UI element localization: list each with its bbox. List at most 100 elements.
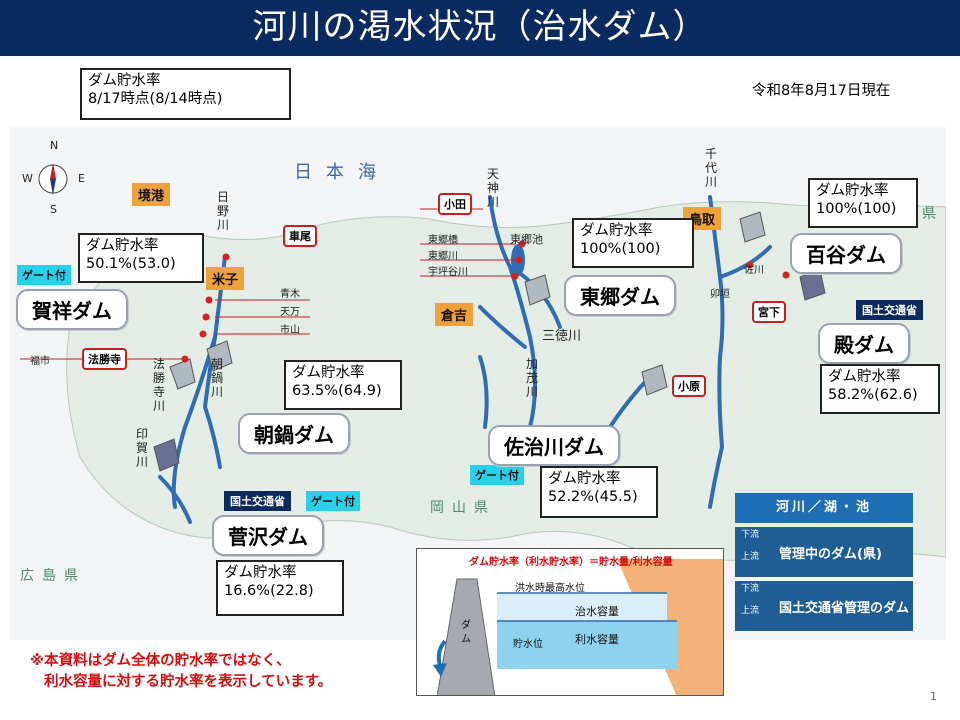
station-fukuichi: 福市 (30, 356, 50, 367)
diagram-flood-max: 洪水時最高水位 (515, 583, 585, 594)
rate-box-kasho: ダム貯水率 50.1%(53.0) (78, 233, 204, 283)
rate-label: ダム貯水率 (86, 238, 159, 254)
diagram-use-cap: 利水容量 (575, 633, 619, 646)
legend-up: 上流 (740, 552, 759, 562)
river-hino: 日野川 (216, 190, 229, 232)
rate-label: ダム貯水率 (224, 565, 297, 581)
river-kamo: 加茂川 (525, 357, 538, 399)
rate-box-tono: ダム貯水率 58.2%(62.6) (820, 364, 940, 414)
station-ichiyama: 市山 (280, 325, 300, 336)
river-mitoku: 三徳川 (542, 329, 582, 344)
mlit-tag-sugasawa: 国土交通省 (224, 491, 291, 511)
city-yonago: 米子 (206, 267, 245, 290)
river-sasa: 佐川 (744, 265, 764, 276)
footnote-line1: ※本資料はダム全体の貯水率ではなく、 (30, 653, 291, 669)
dam-name-kasho: 賀祥ダム (16, 289, 128, 330)
gate-tag-saji: ゲート付 (470, 465, 524, 485)
dam-name-tono: 殿ダム (818, 323, 910, 364)
station-miyashita: 宮下 (752, 301, 786, 323)
legend-mlit-dam: 下流上流 国土交通省管理のダム (735, 581, 913, 631)
compass-n: N (50, 139, 59, 152)
gate-tag-sugasawa: ゲート付 (306, 491, 360, 511)
diagram-dam-label: ダム (461, 620, 471, 645)
legend-mlit-updown: 下流上流 (739, 584, 761, 616)
rate-box-saji: ダム貯水率 52.2%(45.5) (540, 466, 658, 518)
compass-e: E (78, 172, 85, 185)
city-kurayoshi: 倉吉 (435, 303, 474, 326)
pref-okayama: 岡山県 (430, 500, 496, 516)
legend-down: 下流 (740, 584, 759, 594)
compass-w: W (22, 172, 33, 185)
rate-box-sugasawa: ダム貯水率 16.6%(22.8) (216, 560, 344, 616)
storage-diagram: ダム貯水率（利水貯水率）＝貯水量/利水容量 洪水時最高水位 治水容量 貯水位 利… (416, 548, 724, 696)
legend-down: 下流 (740, 530, 759, 540)
dam-name-sugasawa: 菅沢ダム (212, 515, 324, 556)
pref-hyogo: 県 (922, 206, 944, 222)
rate-value: 58.2%(62.6) (828, 387, 918, 403)
station-hosshoji: 法勝寺 (82, 348, 127, 370)
rate-value: 16.6%(22.8) (224, 583, 314, 599)
rate-value: 100%(100) (580, 241, 661, 257)
rate-label: ダム貯水率 (828, 369, 901, 385)
rate-box-momodani: ダム貯水率 100%(100) (808, 178, 918, 228)
station-kohara: 小原 (672, 375, 706, 397)
page-number: 1 (930, 690, 937, 703)
river-sendai: 千代川 (704, 147, 717, 189)
station-togogawa: 東郷川 (428, 251, 458, 262)
rate-legend-line2: 8/17時点(8/14時点) (88, 91, 223, 107)
diagram-flood-cap: 治水容量 (575, 605, 619, 618)
rate-label: ダム貯水率 (292, 365, 365, 381)
diagram-normal: 貯水位 (513, 639, 543, 650)
legend-mlit-dam-label: 国土交通省管理のダム (779, 600, 910, 616)
rate-value: 63.5%(64.9) (292, 383, 382, 399)
river-uhaki: 卯垣 (710, 289, 730, 300)
water-use-zone (497, 621, 677, 669)
station-tenman: 天万 (280, 307, 300, 318)
diagram-formula: ダム貯水率（利水貯水率）＝貯水量/利水容量 (469, 557, 673, 568)
station-lines (20, 208, 515, 360)
rate-value: 50.1%(53.0) (86, 256, 176, 272)
legend-pref-updown: 下流上流 (739, 530, 761, 562)
rate-legend-box: ダム貯水率 8/17時点(8/14時点) (80, 68, 291, 120)
dam-name-asanabe: 朝鍋ダム (238, 413, 350, 454)
footnote: ※本資料はダム全体の貯水率ではなく、 利水容量に対する貯水率を表示しています。 (30, 651, 332, 693)
dam-body (436, 578, 496, 695)
outflow-arrow-head (433, 663, 447, 677)
station-togobashi: 東郷橋 (428, 235, 458, 246)
station-dots (181, 240, 790, 363)
rate-value: 100%(100) (816, 201, 897, 217)
station-aoki: 青木 (280, 289, 300, 300)
rate-label: ダム貯水率 (816, 183, 889, 199)
city-sakaiminato: 境港 (132, 183, 171, 206)
river-inga: 印賀川 (135, 427, 148, 469)
station-ubagawa: 宇坪谷川 (428, 267, 468, 278)
as-of-date: 令和8年8月17日現在 (752, 83, 891, 99)
rate-label: ダム貯水率 (580, 223, 653, 239)
sea-label: 日本海 (294, 162, 390, 183)
pref-hiroshima: 広島県 (20, 568, 86, 584)
storage-diagram-graphic (433, 559, 723, 695)
map-graphic (20, 163, 946, 561)
station-kurumao: 車尾 (283, 225, 317, 247)
map: 日本海 N S W E 境港 米子 倉吉 鳥取 岡山県 広島県 県 日野川 天神… (10, 127, 946, 640)
dam-name-momodani: 百谷ダム (790, 233, 902, 274)
river-tenjin: 天神川 (486, 167, 499, 209)
rate-legend-line1: ダム貯水率 (88, 73, 161, 89)
river-hosshoji: 法勝寺川 (152, 357, 165, 413)
flood-capacity-zone (497, 593, 667, 621)
legend-river: 河川／湖・池 (735, 493, 913, 523)
station-oda: 小田 (438, 193, 472, 215)
river-asanabe: 朝鍋川 (210, 357, 223, 399)
legend-up: 上流 (740, 606, 759, 616)
rate-value: 52.2%(45.5) (548, 489, 638, 505)
dam-name-togo: 東郷ダム (564, 275, 676, 316)
dam-markers (153, 211, 826, 472)
footnote-line2: 利水容量に対する貯水率を表示しています。 (44, 674, 333, 690)
dam-name-saji: 佐治川ダム (488, 425, 620, 466)
rate-label: ダム貯水率 (548, 471, 621, 487)
mlit-tag-tono: 国土交通省 (856, 300, 923, 320)
compass-icon (38, 163, 68, 195)
gate-tag-kasho: ゲート付 (17, 265, 71, 285)
lake-togo-label: 東郷池 (510, 233, 543, 246)
